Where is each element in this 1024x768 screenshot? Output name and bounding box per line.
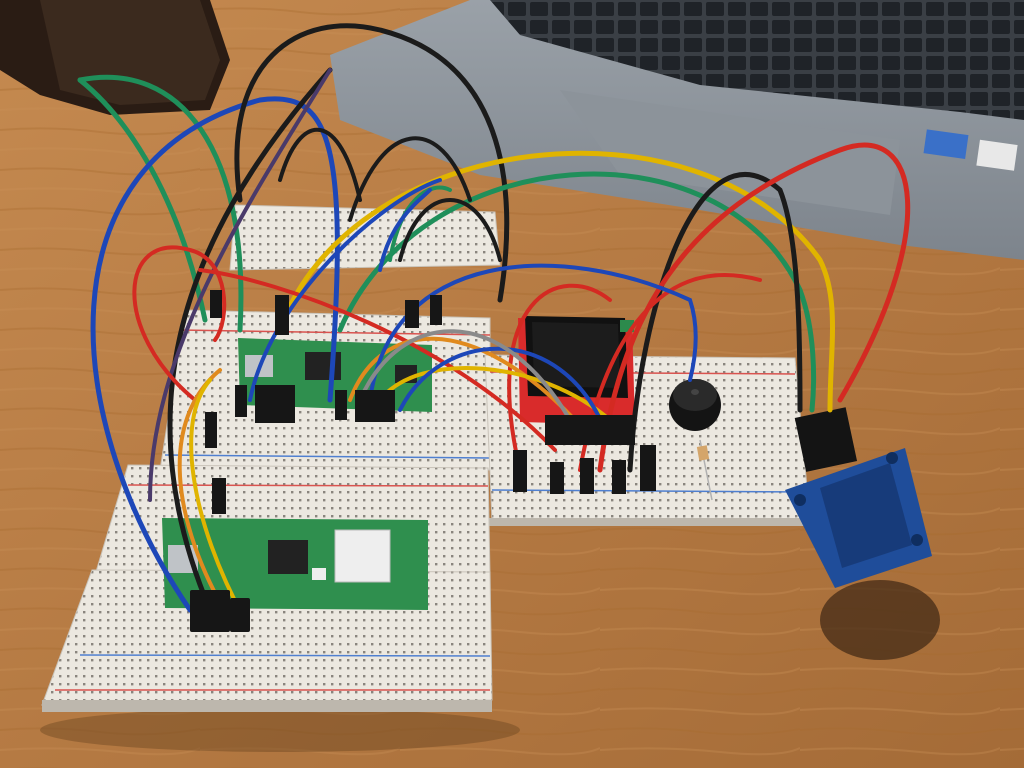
wire-blue-5 bbox=[378, 188, 432, 272]
wire-red-3 bbox=[132, 245, 227, 402]
wire-green-1 bbox=[77, 74, 244, 333]
wire-red-1 bbox=[597, 142, 911, 473]
wire-black-3 bbox=[627, 172, 803, 473]
laptop-touchpad bbox=[560, 90, 900, 215]
wire-yellow-3 bbox=[378, 366, 612, 422]
module-shadow bbox=[820, 580, 940, 660]
wire-red-5 bbox=[507, 283, 612, 472]
wire-black-5 bbox=[348, 136, 472, 222]
laptop-sticker-blue bbox=[923, 129, 969, 159]
board-shadow bbox=[40, 708, 520, 752]
laptop-sticker-white bbox=[976, 139, 1018, 171]
keypad-module bbox=[785, 407, 932, 588]
top-breadboard bbox=[229, 204, 501, 271]
wire-yellow-2 bbox=[189, 378, 247, 622]
wire-blue-3 bbox=[398, 346, 607, 432]
wire-blue-2 bbox=[368, 263, 698, 402]
buzzer bbox=[669, 379, 721, 431]
wire-green-4 bbox=[388, 185, 452, 262]
wire-purple-1 bbox=[148, 68, 332, 502]
wire-blue-1 bbox=[90, 96, 340, 613]
wire-black-1 bbox=[234, 23, 510, 303]
wire-yellow-1 bbox=[277, 150, 835, 413]
laptop bbox=[330, 0, 1024, 260]
wire-black-4 bbox=[278, 127, 362, 202]
pico-bottom-chip bbox=[268, 540, 308, 574]
wire-bundle bbox=[77, 23, 911, 622]
dark-case-face bbox=[40, 0, 220, 105]
wire-blue-4 bbox=[248, 178, 442, 402]
wire-green-2 bbox=[77, 77, 208, 323]
wire-green-3 bbox=[337, 171, 817, 413]
wire-orange-2 bbox=[348, 336, 577, 422]
keypad-header bbox=[794, 407, 858, 472]
jumper-connectors bbox=[190, 290, 656, 632]
wire-gray-1 bbox=[358, 329, 572, 422]
laptop-keyboard bbox=[490, 0, 1024, 120]
tft-display bbox=[518, 316, 635, 425]
wire-black-2 bbox=[167, 67, 333, 613]
resistor bbox=[696, 439, 713, 501]
wire-black-6 bbox=[398, 198, 502, 262]
pico-wifi-module bbox=[334, 529, 391, 583]
